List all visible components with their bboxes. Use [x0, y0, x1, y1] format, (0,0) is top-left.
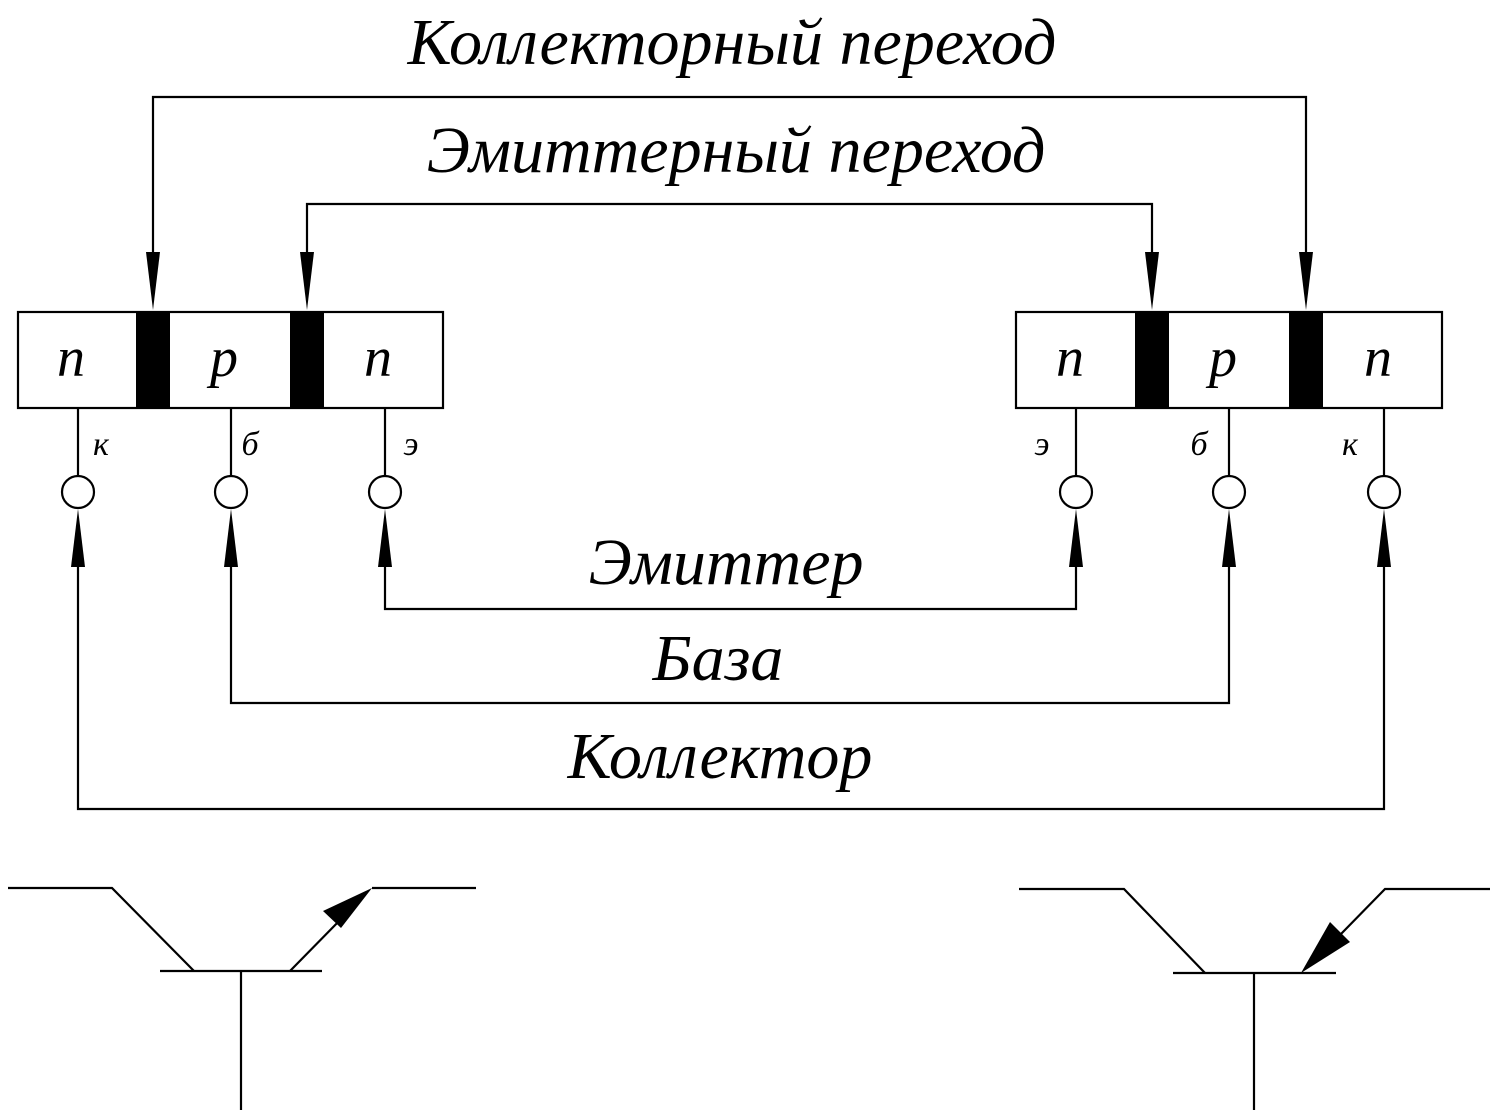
left-symbol-emitter-lead	[289, 915, 345, 972]
left-collector-terminal	[60, 474, 96, 510]
base-connector	[229, 560, 1231, 705]
collector-junction-label: Коллекторный переход	[407, 6, 1057, 79]
right-symbol-collector-lead	[1019, 887, 1206, 974]
right-layer-collector-n: n	[1364, 327, 1392, 389]
right-transistor-symbol	[1019, 887, 1490, 1110]
emitter-label: Эмиттер	[588, 526, 863, 599]
collector-arrow-right	[1377, 509, 1391, 567]
emitter-junction-connector	[305, 202, 1154, 255]
emitter-junction-arrow-right	[1145, 252, 1159, 310]
collector-connector	[76, 560, 1386, 811]
emitter-arrow-left	[378, 509, 392, 567]
collector-arrow-left	[71, 509, 85, 567]
emitter-junction-label: Эмиттерный переход	[427, 114, 1046, 187]
left-layer-emitter-n: n	[364, 327, 392, 389]
left-emitter-terminal	[367, 474, 403, 510]
left-base-pin-label: б	[241, 426, 260, 463]
right-base-terminal	[1211, 474, 1247, 510]
left-transistor-symbol	[8, 886, 476, 1110]
right-base-pin-label: б	[1190, 426, 1209, 463]
emitter-arrow-right	[1069, 509, 1083, 567]
right-layer-emitter-n: n	[1056, 327, 1084, 389]
right-symbol-emitter-lead	[1339, 887, 1490, 936]
base-label: База	[652, 622, 784, 695]
left-symbol-collector-lead	[8, 886, 195, 972]
left-base-terminal	[213, 474, 249, 510]
right-collector-terminal	[1366, 474, 1402, 510]
right-emitter-terminal	[1058, 474, 1094, 510]
left-symbol-emitter-arrow	[323, 888, 372, 928]
emitter-connector	[383, 560, 1078, 611]
collector-junction-arrow-left	[146, 252, 160, 310]
right-symbol-emitter-arrow	[1301, 922, 1350, 973]
collector-junction-arrow-right	[1299, 252, 1313, 310]
left-collector-pin-label: к	[93, 426, 110, 463]
emitter-junction-arrow-left	[300, 252, 314, 310]
base-arrow-right	[1222, 509, 1236, 567]
left-emitter-pin-label: э	[404, 426, 419, 463]
right-collector-junction	[1289, 312, 1323, 408]
left-collector-junction	[136, 312, 170, 408]
right-collector-pin-label: к	[1342, 426, 1359, 463]
right-emitter-pin-label: э	[1035, 426, 1050, 463]
left-transistor-structure: n p n к б э	[16, 310, 445, 510]
left-layer-base-p: p	[206, 327, 238, 389]
right-layer-base-p: p	[1205, 327, 1237, 389]
base-arrow-left	[224, 509, 238, 567]
collector-junction-connector	[151, 95, 1308, 255]
left-emitter-junction	[290, 312, 324, 408]
collector-label: Коллектор	[567, 720, 873, 793]
left-layer-collector-n: n	[57, 327, 85, 389]
right-transistor-structure: n p n э б к	[1014, 310, 1444, 510]
right-emitter-junction	[1135, 312, 1169, 408]
